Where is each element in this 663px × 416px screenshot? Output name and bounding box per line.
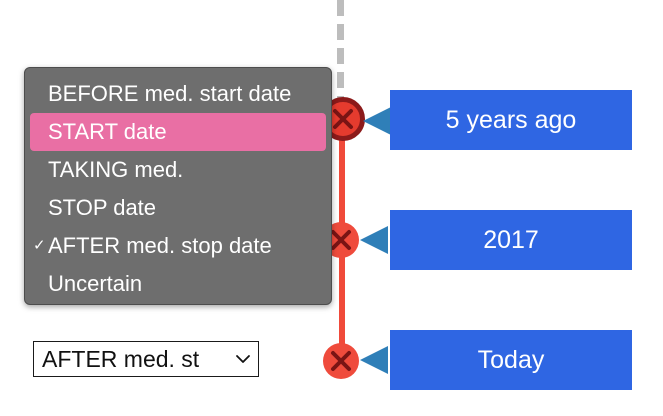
x-icon [333, 109, 353, 129]
timeline-label-text: 2017 [483, 225, 539, 254]
menu-item-label: START date [48, 119, 167, 144]
checkmark-icon: ✓ [33, 237, 46, 254]
marker-connector [363, 107, 391, 135]
menu-item-label: Uncertain [48, 271, 143, 296]
menu-item-taking[interactable]: TAKING med. [30, 151, 326, 189]
timeline-label-text: 5 years ago [445, 105, 577, 134]
dashed-guide-line [337, 0, 344, 100]
timeline-marker[interactable] [323, 343, 359, 379]
menu-item-start-date[interactable]: START date [30, 113, 326, 151]
chevron-down-icon [236, 355, 250, 363]
timeline-label-2017[interactable]: 2017 [390, 210, 632, 270]
menu-item-stop-date[interactable]: STOP date [30, 189, 326, 227]
x-icon [331, 230, 351, 250]
menu-item-label: BEFORE med. start date [48, 81, 292, 106]
timing-select[interactable]: AFTER med. st [33, 341, 259, 377]
select-value: AFTER med. st [42, 346, 200, 372]
menu-item-label: AFTER med. stop date [48, 233, 272, 258]
timeline-label-5-years-ago[interactable]: 5 years ago [390, 90, 632, 150]
menu-item-label: STOP date [48, 195, 157, 220]
menu-item-label: TAKING med. [48, 157, 184, 182]
marker-connector [360, 226, 388, 254]
menu-item-before-start[interactable]: BEFORE med. start date [30, 75, 326, 113]
x-icon [331, 351, 351, 371]
marker-connector [360, 346, 388, 374]
dropdown-menu: BEFORE med. start date START date TAKING… [24, 67, 332, 305]
menu-item-after-stop[interactable]: ✓ AFTER med. stop date [30, 227, 326, 265]
menu-item-uncertain[interactable]: Uncertain [30, 265, 326, 303]
timeline-label-today[interactable]: Today [390, 330, 632, 390]
timeline-label-text: Today [477, 345, 545, 374]
